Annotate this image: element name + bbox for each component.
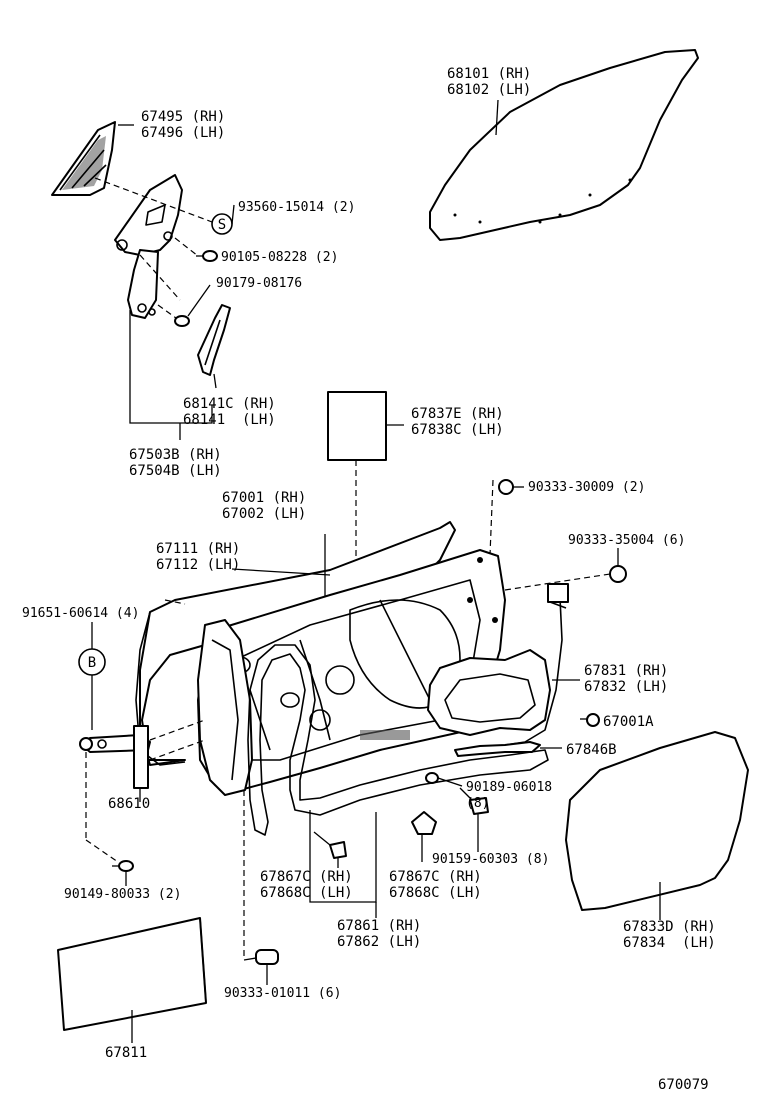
clip-60303-icon — [459, 787, 489, 815]
label-plug-35004: 90333-35004 (6) — [568, 533, 685, 548]
door-seal — [247, 644, 549, 836]
label-bolt-08228: 90105-08228 (2) — [221, 250, 338, 265]
label-seal: 67861 (RH)67862 (LH) — [337, 918, 421, 950]
plug-30009-icon — [498, 479, 514, 495]
large-film — [565, 731, 749, 911]
clip-right-icon — [411, 811, 437, 835]
diagram-ref-number: 670079 — [658, 1077, 709, 1093]
clip-08176-icon — [174, 315, 190, 327]
label-67846b: 67846B — [566, 742, 617, 758]
mirror-bracket — [114, 174, 183, 319]
hinge-side-strip — [197, 619, 253, 796]
hole-cover-sheet — [427, 649, 551, 736]
glass-run-channel — [197, 304, 231, 376]
plug-35004-icon — [609, 565, 627, 583]
label-clip-right: 67867C (RH)67868C (LH) — [389, 869, 482, 901]
corner-cover — [51, 121, 116, 196]
plug-01011-icon — [255, 949, 279, 965]
label-clip-60303: 90159-60303 (8) — [432, 852, 549, 867]
label-glass: 68101 (RH)68102 (LH) — [447, 66, 531, 98]
label-67001a: 67001A — [603, 714, 654, 730]
label-clip-08176: 90179-08176 — [216, 276, 302, 291]
label-frame-sub: 67503B (RH)67504B (LH) — [129, 447, 222, 479]
label-service-cover: 67837E (RH)67838C (LH) — [411, 406, 504, 438]
symbol-b: B — [88, 655, 96, 671]
label-clip-left: 67867C (RH)67868C (LH) — [260, 869, 353, 901]
label-pad-67811: 67811 — [105, 1045, 147, 1061]
strip-67846b — [454, 741, 541, 757]
clip-left-icon — [313, 831, 347, 859]
label-nut-06018: 90189-06018(8) — [466, 780, 552, 811]
label-bolt-80033: 90149-80033 (2) — [64, 887, 181, 902]
label-large-film: 67833D (RH)67834 (LH) — [623, 919, 716, 951]
clip-67001a-icon — [580, 713, 600, 727]
bolt-80033-icon — [112, 860, 134, 872]
label-cover-corner: 67495 (RH)67496 (LH) — [141, 109, 225, 141]
label-panel: 67001 (RH)67002 (LH) — [222, 490, 306, 522]
label-hole-cover: 67831 (RH)67832 (LH) — [584, 663, 668, 695]
pad-67811 — [57, 917, 207, 1031]
label-weatherstrip: 67111 (RH)67112 (LH) — [156, 541, 240, 573]
symbol-s: S — [218, 217, 226, 233]
label-screw-60614: 91651-60614 (4) — [22, 606, 139, 621]
label-check: 68610 — [108, 796, 150, 812]
label-channel: 68141C (RH)68141 (LH) — [183, 396, 276, 428]
label-plug-30009: 90333-30009 (2) — [528, 480, 645, 495]
bolt-08228-icon — [196, 250, 218, 262]
nut-06018-icon — [425, 772, 439, 784]
door-glass — [429, 49, 699, 241]
label-screw-s: 93560-15014 (2) — [238, 200, 355, 215]
door-check — [79, 725, 151, 789]
label-plug-01011: 90333-01011 (6) — [224, 986, 341, 1001]
service-hole-cover — [327, 391, 387, 461]
